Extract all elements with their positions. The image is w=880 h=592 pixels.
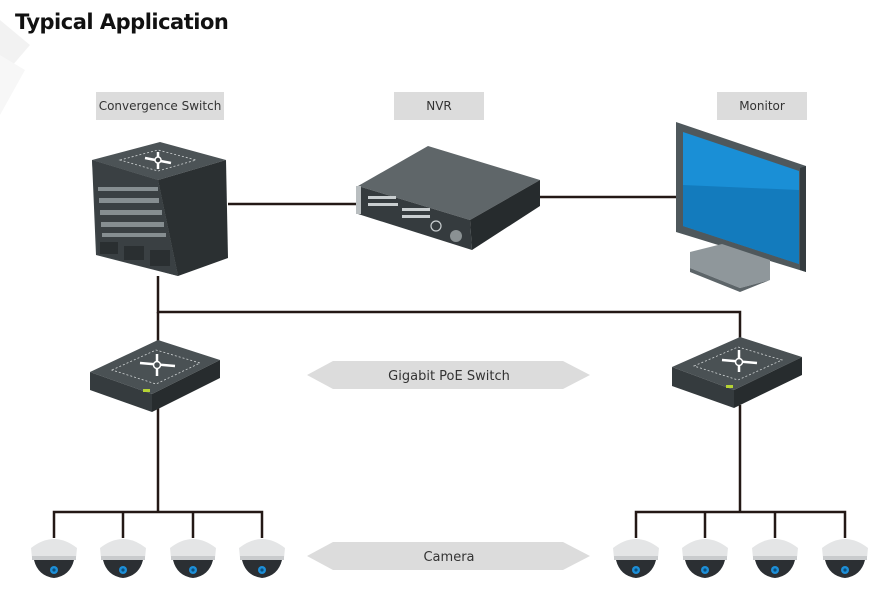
dome-camera-icon — [822, 539, 868, 578]
poe-switch-icon-right — [672, 337, 802, 408]
dome-camera-icon — [239, 539, 285, 578]
arrow-label-camera: Camera — [423, 550, 474, 565]
arrow-camera: Camera — [307, 542, 590, 570]
dome-camera-icon — [682, 539, 728, 578]
cables — [52, 195, 847, 538]
dome-camera-icon — [613, 539, 659, 578]
core-switch-icon — [92, 142, 228, 276]
watermark-shape — [0, 20, 30, 115]
dome-camera-icon — [100, 539, 146, 578]
cameras — [31, 539, 868, 578]
poe-switch-icon-left — [90, 340, 220, 412]
dome-camera-icon — [752, 539, 798, 578]
arrow-gigabit-poe-switch: Gigabit PoE Switch — [307, 361, 590, 389]
arrow-label-poe-switch: Gigabit PoE Switch — [388, 369, 510, 384]
cable-core-backbone — [156, 276, 742, 345]
page-title: Typical Application — [15, 10, 229, 34]
dome-camera-icon — [31, 539, 77, 578]
dome-camera-icon — [170, 539, 216, 578]
monitor-icon — [676, 122, 806, 292]
label-convergence-switch: Convergence Switch — [96, 92, 224, 120]
label-monitor: Monitor — [717, 92, 807, 120]
label-nvr: NVR — [394, 92, 484, 120]
camera-bus-left — [52, 510, 264, 538]
nvr-icon — [356, 146, 540, 250]
camera-bus-right — [634, 510, 847, 538]
